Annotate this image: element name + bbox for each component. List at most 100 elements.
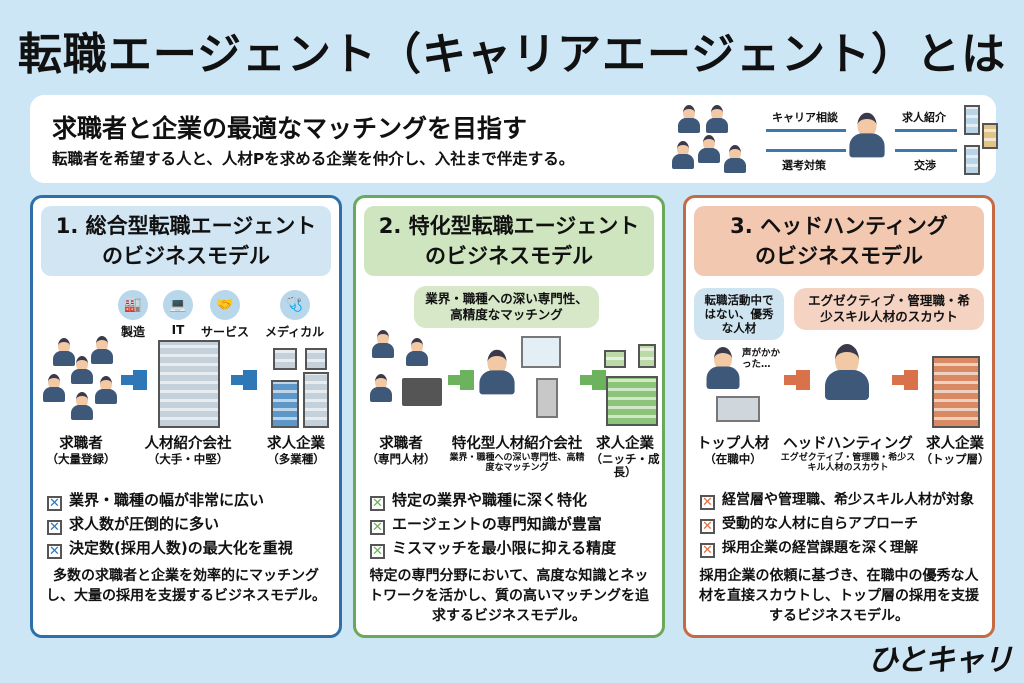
microscope-icon <box>536 378 558 418</box>
job-seeker-icon <box>53 338 75 366</box>
checkbox-icon: ✕ <box>47 496 62 511</box>
node-company: 求人企業（トップ層） <box>916 436 994 466</box>
node-label: 求職者 <box>379 436 423 452</box>
feature-checklist: ✕特定の業界や職種に深く特化 ✕エージェントの専門知識が豊富 ✕ ミスマッチを最小… <box>370 488 616 560</box>
checklist-text: 採用企業の経営課題を深く理解 <box>722 540 918 556</box>
feature-checklist: ✕ 業界・職種の幅が非常に広い ✕ 求人数が圧倒的に多い ✕ 決定数(採用人数)の最大… <box>47 488 293 560</box>
node-label: 求人企業 <box>926 436 984 452</box>
negotiation-label: 交渉 <box>914 159 936 172</box>
selection-prep-label: 選考対策 <box>782 159 826 172</box>
industry-medical: 🩺 メディカル <box>265 290 324 340</box>
voice-text: 声がかかった… <box>742 348 781 370</box>
page-title: 転職エージェント（キャリアエージェント）とは <box>17 29 1007 80</box>
node-company: 求人企業（ニッチ・成長） <box>586 436 664 479</box>
checklist-text: 業界・職種の幅が非常に広い <box>69 491 265 509</box>
industry-label: メディカル <box>265 325 325 339</box>
checklist-text: エージェントの専門知識が豊富 <box>392 515 602 533</box>
node-sublabel: エグゼクティブ・管理職・希少スキル人材のスカウト <box>780 453 916 473</box>
arrow-left-icon <box>766 149 846 152</box>
node-top-talent: トップ人材（在職中） <box>690 436 776 466</box>
company-building-icon <box>271 380 299 428</box>
factory-icon: 🏭 <box>118 290 148 320</box>
industry-it: 💻 IT <box>163 290 193 337</box>
nurse-icon <box>370 374 392 402</box>
summary-heading: 求職者と企業の最適なマッチングを目指す <box>52 114 528 143</box>
checklist-item: ✕ ミスマッチを最小限に抑える精度 <box>370 536 616 560</box>
node-agency: 特化型人材紹介会社業界・職種への深い専門性、高精度なマッチング <box>448 436 586 473</box>
building-icon <box>964 145 980 175</box>
industry-manufacturing: 🏭 製造 <box>118 290 148 340</box>
checklist-text: 決定数(採用人数)の最大化を重視 <box>69 539 293 557</box>
checklist-item: ✕エージェントの専門知識が豊富 <box>370 512 616 536</box>
checklist-text: ミスマッチを最小限に抑える精度 <box>392 539 617 557</box>
card-description: 採用企業の依頼に基づき、在職中の優秀な人材を直接スカウトし、トップ層の採用を支援… <box>699 568 979 624</box>
checklist-text: 経営層や管理職、希少スキル人材が対象 <box>722 492 974 508</box>
node-job-seeker: 求職者（大量登録） <box>41 436 121 466</box>
specialist-icon <box>372 330 394 358</box>
speech-bubble-scout: エグゼクティブ・管理職・希少スキル人材のスカウト <box>794 288 984 330</box>
node-sublabel: （大量登録） <box>46 452 116 466</box>
agency-building-icon <box>158 340 220 428</box>
job-seeker-icon <box>43 374 65 402</box>
agent-icon <box>849 112 885 158</box>
node-label: 求人企業 <box>267 436 325 452</box>
monitor-icon <box>402 378 442 406</box>
node-labels: トップ人材（在職中） ヘッドハンティングエグゼクティブ・管理職・希少スキル人材の… <box>686 436 992 482</box>
checklist-item: ✕ 採用企業の経営課題を深く理解 <box>700 536 974 560</box>
checkbox-icon: ✕ <box>700 519 715 534</box>
checkbox-icon: ✕ <box>700 543 715 558</box>
arrow-right-icon <box>895 129 957 132</box>
job-seeker-icon <box>706 105 728 133</box>
checklist-item: ✕経営層や管理職、希少スキル人材が対象 <box>700 488 974 512</box>
industry-label: IT <box>171 323 185 337</box>
checklist-item: ✕ 業界・職種の幅が非常に広い <box>47 488 293 512</box>
summary-banner: 求職者と企業の最適なマッチングを目指す 転職者を希望する人と、人材Pを求める企業… <box>30 95 998 183</box>
job-seeker-icon <box>71 356 93 384</box>
flow-diagram <box>356 318 662 433</box>
arrow-right-icon <box>121 370 147 390</box>
summary-text: 転職者を希望する人と、人材Pを求める企業を仲介し、入社まで伴走する。 <box>52 150 575 168</box>
factory-icon <box>604 350 626 368</box>
doctor-icon <box>406 338 428 366</box>
card-header: 1. 総合型転職エージェント のビジネスモデル <box>41 206 331 276</box>
handshake-icon: 🤝 <box>210 290 240 320</box>
job-seeker-icon <box>95 376 117 404</box>
node-label: 人材紹介会社 <box>144 436 232 452</box>
checklist-text: 求人数が圧倒的に多い <box>69 515 220 533</box>
stethoscope-icon: 🩺 <box>279 290 310 320</box>
job-seeker-icon <box>71 392 93 420</box>
card-description: 多数の求職者と企業を効率的にマッチングし、大量の採用を支援するビジネスモデル。 <box>46 568 326 604</box>
laptop-icon <box>716 396 760 422</box>
card-headhunting: 3. ヘッドハンティング のビジネスモデル 転職活動中ではない、優秀な人材 エグ… <box>683 195 995 638</box>
node-sublabel: （多業種） <box>267 452 325 466</box>
arrow-left-icon <box>895 149 957 152</box>
company-building-icon <box>932 356 980 428</box>
speech-bubble-candidate: 転職活動中ではない、優秀な人材 <box>694 288 784 340</box>
industry-label: 製造 <box>120 325 145 339</box>
brand-logo: ひとキャリ <box>867 643 1013 678</box>
checkbox-icon: ✕ <box>47 520 62 535</box>
speech-bubble: 業界・職種への深い専門性、高精度なマッチング <box>414 286 599 328</box>
matching-flow-illustration: キャリア相談 選考対策 求人紹介 交渉 <box>670 99 998 179</box>
checklist-item: ✕特定の業界や職種に深く特化 <box>370 488 616 512</box>
laptop-icon: 💻 <box>163 290 193 320</box>
node-sublabel: （大手・中堅） <box>147 452 229 466</box>
card-subtitle: のビジネスモデル <box>102 244 270 268</box>
card-description: 特定の専門分野において、高度な知識とネットワークを活かし、質の高いマッチングを追… <box>369 568 649 624</box>
node-label: 特化型人材紹介会社 <box>451 436 583 452</box>
arrow-right-icon <box>784 370 810 390</box>
company-building-icon <box>606 376 658 426</box>
node-sublabel: （ニッチ・成長） <box>590 452 660 479</box>
node-sublabel: （トップ層） <box>920 452 990 466</box>
card-subtitle: のビジネスモデル <box>755 244 923 268</box>
job-seeker-icon <box>698 135 720 163</box>
node-labels: 求職者（大量登録） 人材紹介会社（大手・中堅） 求人企業（多業種） <box>33 436 339 482</box>
node-headhunter: ヘッドハンティングエグゼクティブ・管理職・希少スキル人材のスカウト <box>778 436 918 473</box>
job-seeker-icon <box>672 141 694 169</box>
checklist-item: ✕受動的な人材に自らアプローチ <box>700 512 974 536</box>
node-agency: 人材紹介会社（大手・中堅） <box>133 436 243 466</box>
card-header: 2. 特化型転職エージェント のビジネスモデル <box>364 206 654 276</box>
checkbox-icon: ✕ <box>370 544 385 559</box>
industry-label: サービス <box>201 325 250 339</box>
company-building-icon <box>303 372 329 428</box>
